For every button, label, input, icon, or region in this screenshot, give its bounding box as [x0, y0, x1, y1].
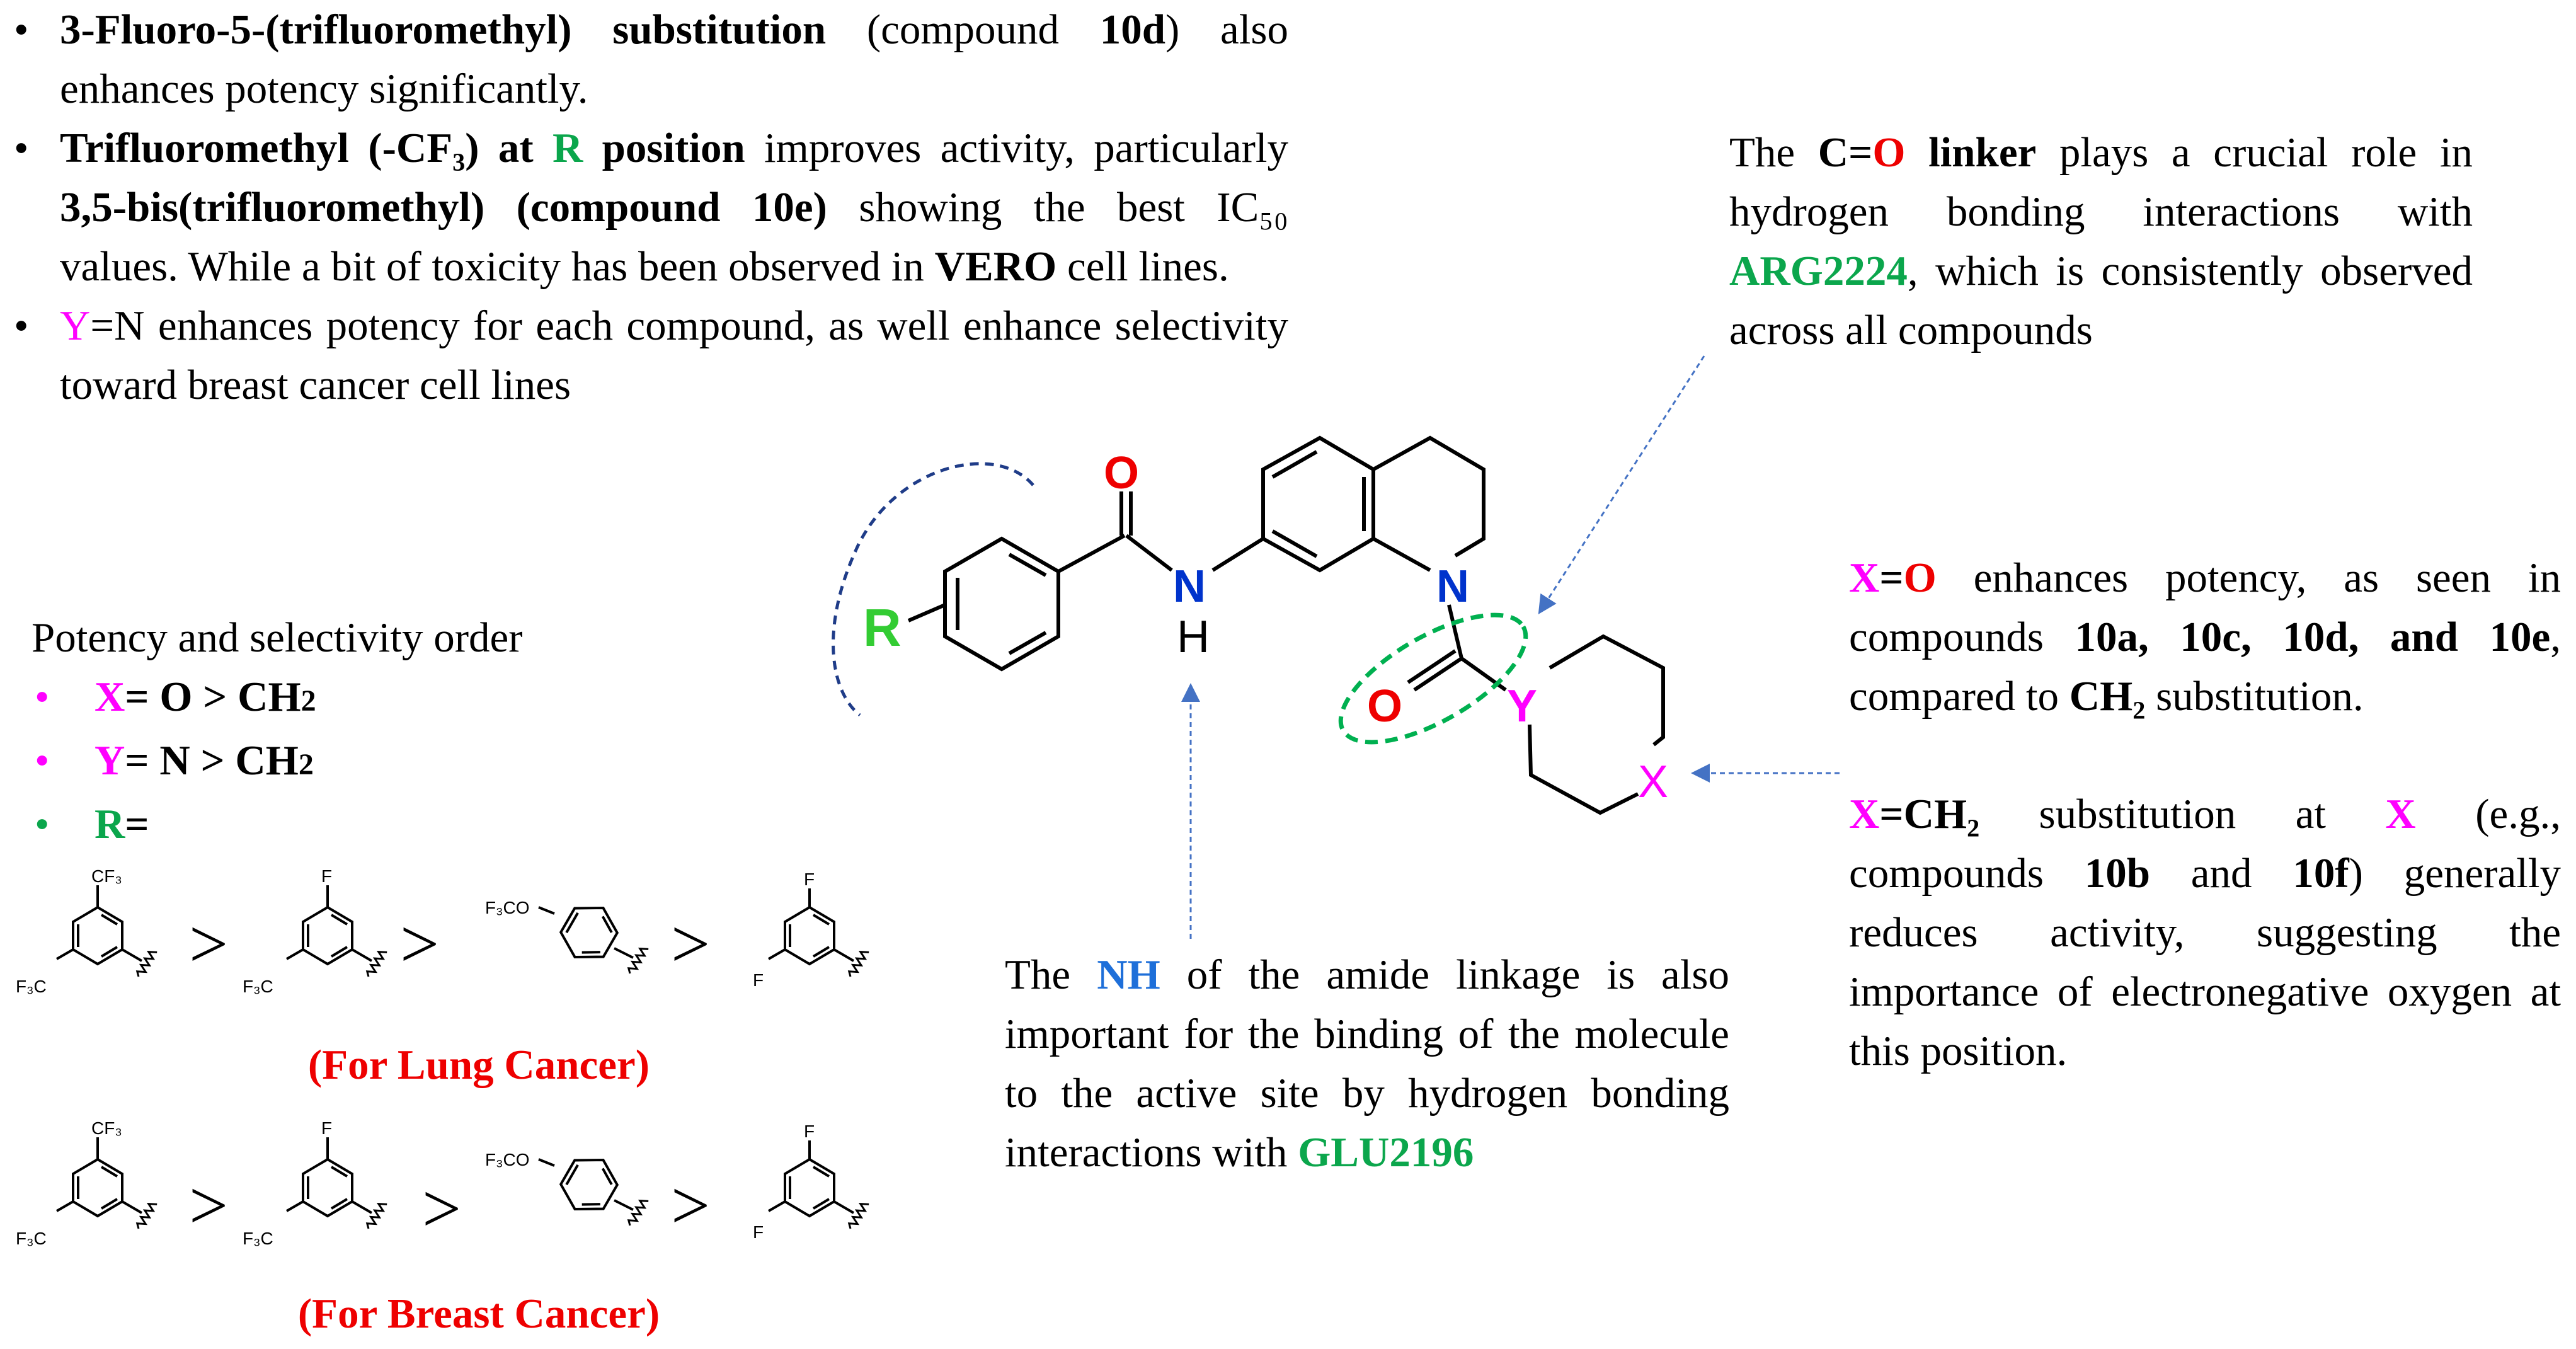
- svg-text:F: F: [804, 1122, 815, 1141]
- note-co-linker: The C=O linker plays a crucial role in h…: [1729, 129, 2473, 353]
- benzene-ring: [943, 536, 1060, 672]
- note-x-oxygen: X=O enhances potency, as seen in compoun…: [1849, 554, 2561, 720]
- atom-n-quinoline: N: [1436, 561, 1469, 612]
- note-nh-amide: The NH of the amide linkage is also impo…: [1005, 951, 1729, 1176]
- svg-text:>: >: [189, 905, 228, 982]
- svg-text:>: >: [671, 905, 710, 982]
- svg-text:>: >: [422, 1170, 461, 1247]
- svg-text:F₃C: F₃C: [243, 1229, 273, 1248]
- order-item-x: •X= O > CH2: [35, 674, 316, 720]
- atom-o-amide: O: [1104, 448, 1139, 498]
- atom-h-amide: H: [1177, 612, 1210, 662]
- atom-y: Y: [1507, 681, 1537, 732]
- svg-text:CF₃: CF₃: [91, 1118, 122, 1138]
- atom-x: X: [1638, 757, 1668, 807]
- bullet-fluoro: •3-Fluoro-5-(trifluoromethyl) substituti…: [14, 6, 1288, 112]
- main-molecule: [943, 435, 1665, 815]
- potency-order: Potency and selectivity order: [31, 608, 787, 667]
- lung-cancer-label: (For Lung Cancer): [307, 1042, 650, 1088]
- bullet-trifluoromethyl: •Trifluoromethyl (-CF₃) at R position im…: [14, 125, 1289, 290]
- carbonyl-ellipse: [1338, 612, 1528, 745]
- r-group-arc: [832, 462, 1034, 716]
- svg-text:F₃C: F₃C: [16, 1229, 47, 1248]
- order-title: Potency and selectivity order: [31, 614, 523, 661]
- arrow-to-carbonyl: [1538, 355, 1705, 615]
- svg-text:F: F: [753, 1222, 764, 1242]
- breast-sar-row: CF₃ F₃C > F F₃C > F₃CO > F F: [16, 1118, 870, 1248]
- svg-text:F: F: [804, 870, 815, 889]
- svg-text:F: F: [321, 1118, 332, 1138]
- bullet-y-n: •Y=N enhances potency for each compound,…: [14, 302, 1288, 408]
- breast-cancer-label: (For Breast Cancer): [297, 1290, 660, 1337]
- lung-sar-row: CF₃ F₃C > F F₃C > F₃CO > F F: [16, 866, 870, 996]
- svg-text:F₃CO: F₃CO: [485, 898, 530, 917]
- svg-text:>: >: [671, 1167, 710, 1244]
- quinoline-aromatic-ring: [1261, 435, 1375, 573]
- svg-text:F₃CO: F₃CO: [485, 1150, 530, 1169]
- atom-o-carbonyl: O: [1367, 681, 1402, 732]
- atom-r: R: [863, 598, 902, 657]
- order-item-y: •Y= N > CH2: [35, 737, 314, 784]
- svg-text:>: >: [400, 905, 439, 982]
- svg-text:F₃C: F₃C: [16, 977, 47, 996]
- order-list: •X= O > CH2 •Y= N > CH2 •R=: [31, 667, 472, 854]
- atom-n-amide: N: [1173, 561, 1206, 612]
- note-x-ch2: X=CH₂ substitution at X (e.g., compounds…: [1849, 791, 2561, 1074]
- svg-text:F: F: [321, 866, 332, 886]
- top-bullets: •3-Fluoro-5-(trifluoromethyl) substituti…: [0, 0, 1288, 415]
- order-item-r: •R=: [35, 801, 149, 847]
- svg-text:CF₃: CF₃: [91, 866, 122, 886]
- svg-text:F: F: [753, 970, 764, 990]
- svg-text:F₃C: F₃C: [243, 977, 273, 996]
- svg-text:>: >: [189, 1167, 228, 1244]
